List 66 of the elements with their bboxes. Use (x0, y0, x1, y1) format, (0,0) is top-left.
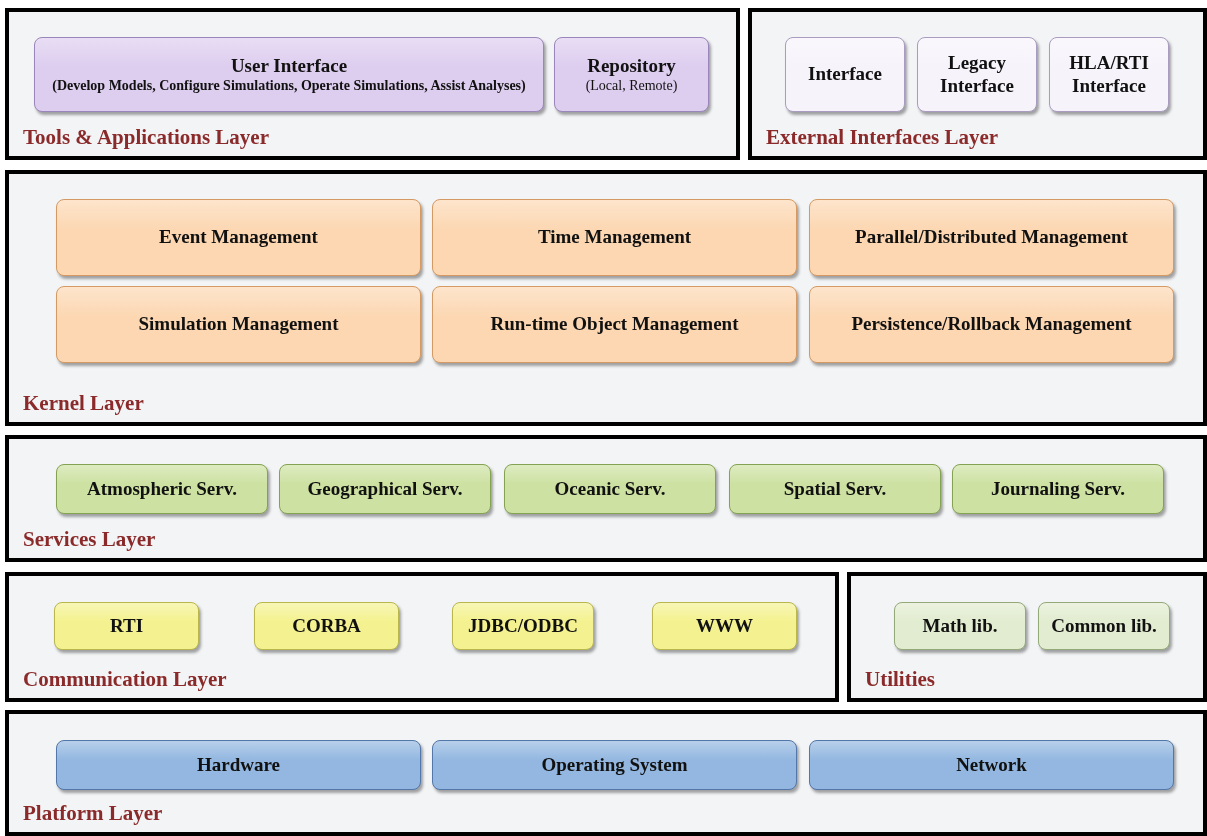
component-box (952, 464, 1164, 514)
box-label: CORBA (292, 614, 361, 638)
box-label: Math lib. (922, 614, 998, 638)
component-box (809, 199, 1174, 276)
component-box (432, 740, 797, 790)
box-label: Persistence/Rollback Management (851, 313, 1132, 336)
layer-title: Services Layer (23, 527, 156, 552)
layer-panel (5, 435, 1207, 562)
box-label: Hardware (197, 753, 280, 777)
component-box (504, 464, 716, 514)
box-label: Event Management (159, 226, 318, 249)
component-box (56, 286, 421, 363)
box-label: HLA/RTI Interface (1068, 51, 1150, 98)
layer-panel (5, 8, 740, 160)
component-box (34, 37, 544, 112)
component-box (56, 740, 421, 790)
layer-title: External Interfaces Layer (766, 125, 999, 150)
box-label: Operating System (541, 753, 688, 777)
box-label: Repository (587, 54, 676, 78)
box-sublabel: (Develop Models, Configure Simulations, Operate Simulations, Assist Analyses) (52, 77, 526, 95)
box-label: Time Management (537, 226, 692, 249)
component-box (452, 602, 594, 650)
layer-panel (748, 8, 1207, 160)
box-label: Parallel/Distributed Management (855, 226, 1128, 249)
layer-panel (5, 572, 839, 702)
component-box (56, 464, 268, 514)
layer-panel (5, 170, 1207, 426)
box-label: Journaling Serv. (990, 477, 1126, 501)
box-label: Geographical Serv. (307, 477, 463, 501)
component-box (432, 199, 797, 276)
box-label: Oceanic Serv. (554, 477, 666, 501)
component-box (785, 37, 905, 112)
layer-title: Communication Layer (23, 667, 227, 692)
component-box (1038, 602, 1170, 650)
layer-panel (847, 572, 1207, 702)
box-label: Common lib. (1051, 614, 1157, 638)
layer-title: Utilities (865, 667, 935, 692)
box-sublabel: (Local, Remote) (585, 77, 678, 95)
component-box (729, 464, 941, 514)
box-label: WWW (696, 614, 753, 638)
box-label: Spatial Serv. (783, 477, 887, 501)
box-label: JDBC/ODBC (468, 614, 578, 638)
box-label: RTI (109, 614, 144, 638)
layer-title: Tools & Applications Layer (23, 125, 269, 150)
box-label: Run-time Object Management (490, 313, 739, 336)
box-label: Simulation Management (138, 313, 339, 336)
component-box (1049, 37, 1169, 112)
component-box (54, 602, 199, 650)
component-box (809, 286, 1174, 363)
layer-panel (5, 710, 1207, 836)
box-label: User Interface (230, 54, 348, 78)
component-box (254, 602, 399, 650)
component-box (554, 37, 709, 112)
component-box (917, 37, 1037, 112)
box-label: Interface (808, 63, 882, 86)
box-label: Atmospheric Serv. (87, 477, 237, 501)
component-box (809, 740, 1174, 790)
component-box (279, 464, 491, 514)
component-box (652, 602, 797, 650)
component-box (432, 286, 797, 363)
component-box (56, 199, 421, 276)
component-box (894, 602, 1026, 650)
layer-title: Kernel Layer (23, 391, 144, 416)
box-label: Network (956, 753, 1027, 777)
layer-title: Platform Layer (23, 801, 163, 826)
box-label: Legacy Interface (939, 51, 1015, 98)
